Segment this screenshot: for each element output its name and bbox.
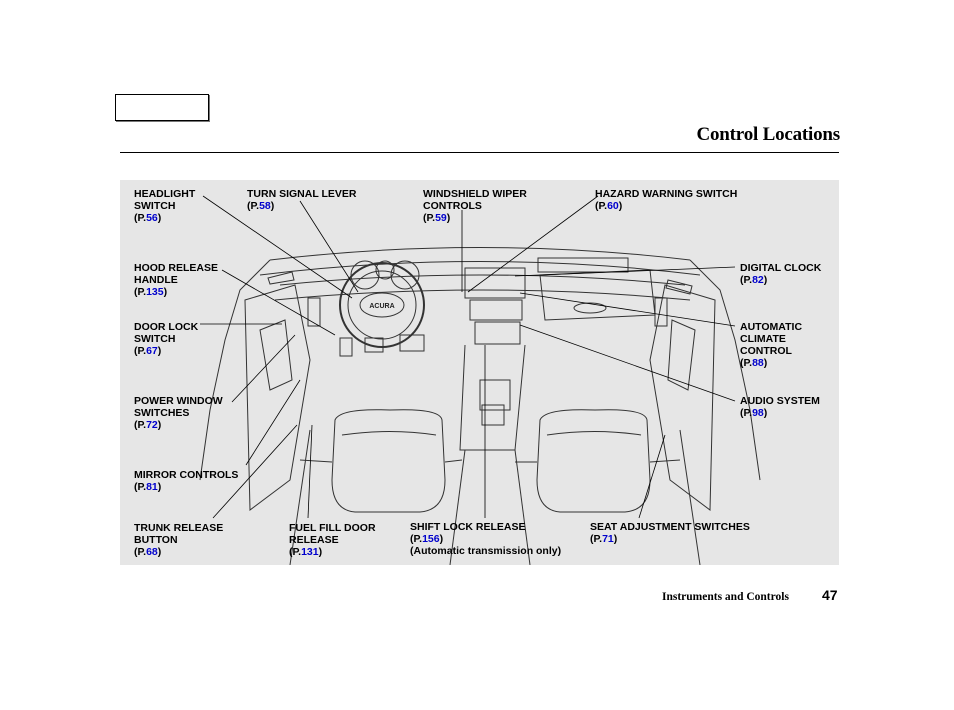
dashboard-figure: ACURA HEADLIGHT SWITCH (P.56) TURN SIGNA… (120, 180, 839, 565)
page-link-trunk[interactable]: 68 (146, 546, 158, 558)
label-turn-signal-lever: TURN SIGNAL LEVER (P.58) (247, 188, 357, 212)
page-link-fuel[interactable]: 131 (301, 546, 319, 558)
page-link-wiper[interactable]: 59 (435, 212, 447, 224)
dashboard-illustration: ACURA (199, 195, 761, 565)
page-link-door-lock[interactable]: 67 (146, 345, 158, 357)
label-digital-clock: DIGITAL CLOCK (P.82) (740, 262, 822, 286)
label-door-lock-switch: DOOR LOCK SWITCH (P.67) (134, 321, 199, 357)
page-link-climate[interactable]: 88 (752, 357, 764, 369)
label-fuel-fill-door-release: FUEL FILL DOOR RELEASE (P.131) (289, 522, 376, 558)
page-link-turn-signal[interactable]: 58 (259, 200, 271, 212)
brand-logo-text: ACURA (369, 303, 394, 310)
shift-lock-note: (Automatic transmission only) (410, 545, 562, 557)
page-link-audio[interactable]: 98 (752, 407, 764, 419)
label-audio-system: AUDIO SYSTEM (P.98) (740, 395, 820, 419)
page-link-hazard[interactable]: 60 (607, 200, 619, 212)
label-power-window-switches: POWER WINDOW SWITCHES (P.72) (134, 395, 223, 431)
page-link-mirror[interactable]: 81 (146, 481, 158, 493)
page-link-shift-lock[interactable]: 156 (422, 533, 440, 545)
page-title: Control Locations (696, 124, 840, 145)
page-link-clock[interactable]: 82 (752, 274, 764, 286)
title-rule (120, 152, 839, 153)
label-hood-release-handle: HOOD RELEASE HANDLE (P.135) (134, 262, 219, 298)
page-link-headlight[interactable]: 56 (146, 212, 158, 224)
label-shift-lock-release: SHIFT LOCK RELEASE (P.156) (Automatic tr… (410, 521, 562, 557)
leader-lines (200, 195, 736, 519)
label-trunk-release-button: TRUNK RELEASE BUTTON (P.68) (134, 522, 224, 558)
label-automatic-climate-control: AUTOMATIC CLIMATE CONTROL (P.88) (740, 321, 803, 369)
label-hazard-warning-switch: HAZARD WARNING SWITCH (P.60) (595, 188, 738, 212)
page-link-power-window[interactable]: 72 (146, 419, 158, 431)
page-link-hood[interactable]: 135 (146, 286, 164, 298)
page-link-seat[interactable]: 71 (602, 533, 614, 545)
navigation-box[interactable] (115, 94, 209, 121)
label-mirror-controls: MIRROR CONTROLS (P.81) (134, 469, 239, 493)
label-seat-adjustment-switches: SEAT ADJUSTMENT SWITCHES (P.71) (590, 521, 750, 545)
label-headlight-switch: HEADLIGHT SWITCH (P.56) (134, 188, 196, 224)
label-windshield-wiper-controls: WINDSHIELD WIPER CONTROLS (P.59) (423, 188, 527, 224)
page-number: 47 (822, 587, 838, 603)
footer-section-title: Instruments and Controls (662, 591, 789, 603)
